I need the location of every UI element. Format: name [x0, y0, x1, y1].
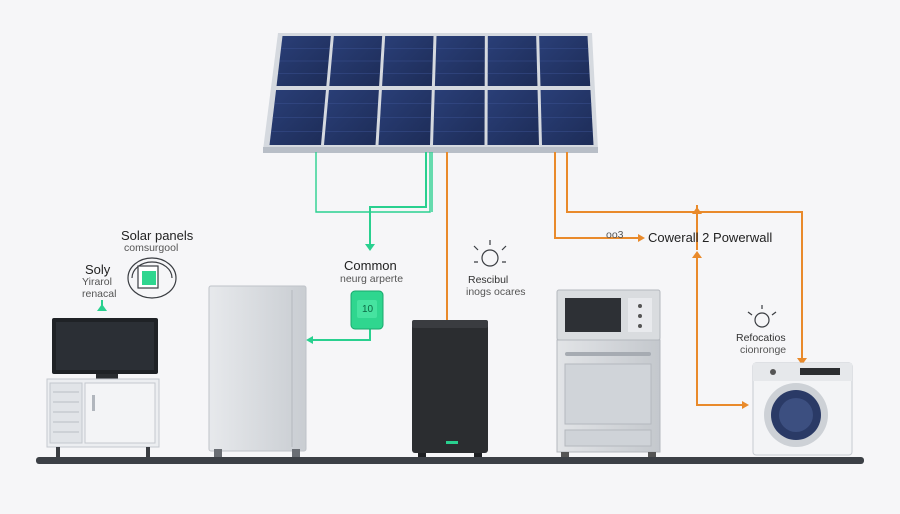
fridge-icon: [208, 285, 307, 457]
soly-sublabel-2: renacal: [82, 288, 117, 300]
orange-arrow-up-top: [692, 207, 702, 214]
powerwall-label: Cowerall 2 Powerwall: [648, 230, 773, 245]
battery-monitor-icon: [350, 290, 384, 330]
orange-wires: [446, 152, 803, 406]
refocatios-label: Refocatios: [736, 332, 786, 344]
battery-unit-icon: [412, 320, 488, 457]
orange-arrow-up: [692, 251, 702, 258]
solar-panel-array-icon: [263, 33, 598, 153]
cabinet-icon: [46, 378, 160, 457]
rescibal-sublabel: inogs ocares: [466, 286, 526, 298]
orange-arrow-right-2: [742, 401, 749, 409]
tv-icon: [52, 318, 158, 380]
solar-panels-sublabel: comsurgool: [124, 242, 179, 254]
green-arrow-down: [365, 244, 375, 251]
green-arrow-left: [306, 336, 313, 344]
floor-baseline: [36, 457, 864, 464]
battery-readout: 10: [362, 304, 374, 315]
powerwall-small-label: oo3: [606, 229, 624, 241]
common-sublabel: neurg arperte: [340, 273, 404, 285]
common-label: Common: [344, 258, 397, 273]
idea-icon: [473, 240, 507, 267]
meter-icon: [127, 257, 177, 299]
refocatios-sublabel: cionronge: [740, 344, 787, 356]
orange-arrow-right: [638, 234, 645, 242]
green-arrow-up: [97, 304, 107, 311]
oven-icon: [556, 339, 661, 457]
soly-sublabel-1: Yirarol: [82, 276, 112, 288]
soly-label: Soly: [85, 262, 111, 277]
orange-arrow-down: [797, 358, 807, 365]
microwave-icon: [556, 289, 661, 341]
rescibal-label: Rescibul: [468, 274, 509, 286]
washing-machine-icon: [752, 362, 853, 456]
idea-icon-2: [747, 305, 777, 328]
solar-panels-label: Solar panels: [121, 228, 194, 243]
